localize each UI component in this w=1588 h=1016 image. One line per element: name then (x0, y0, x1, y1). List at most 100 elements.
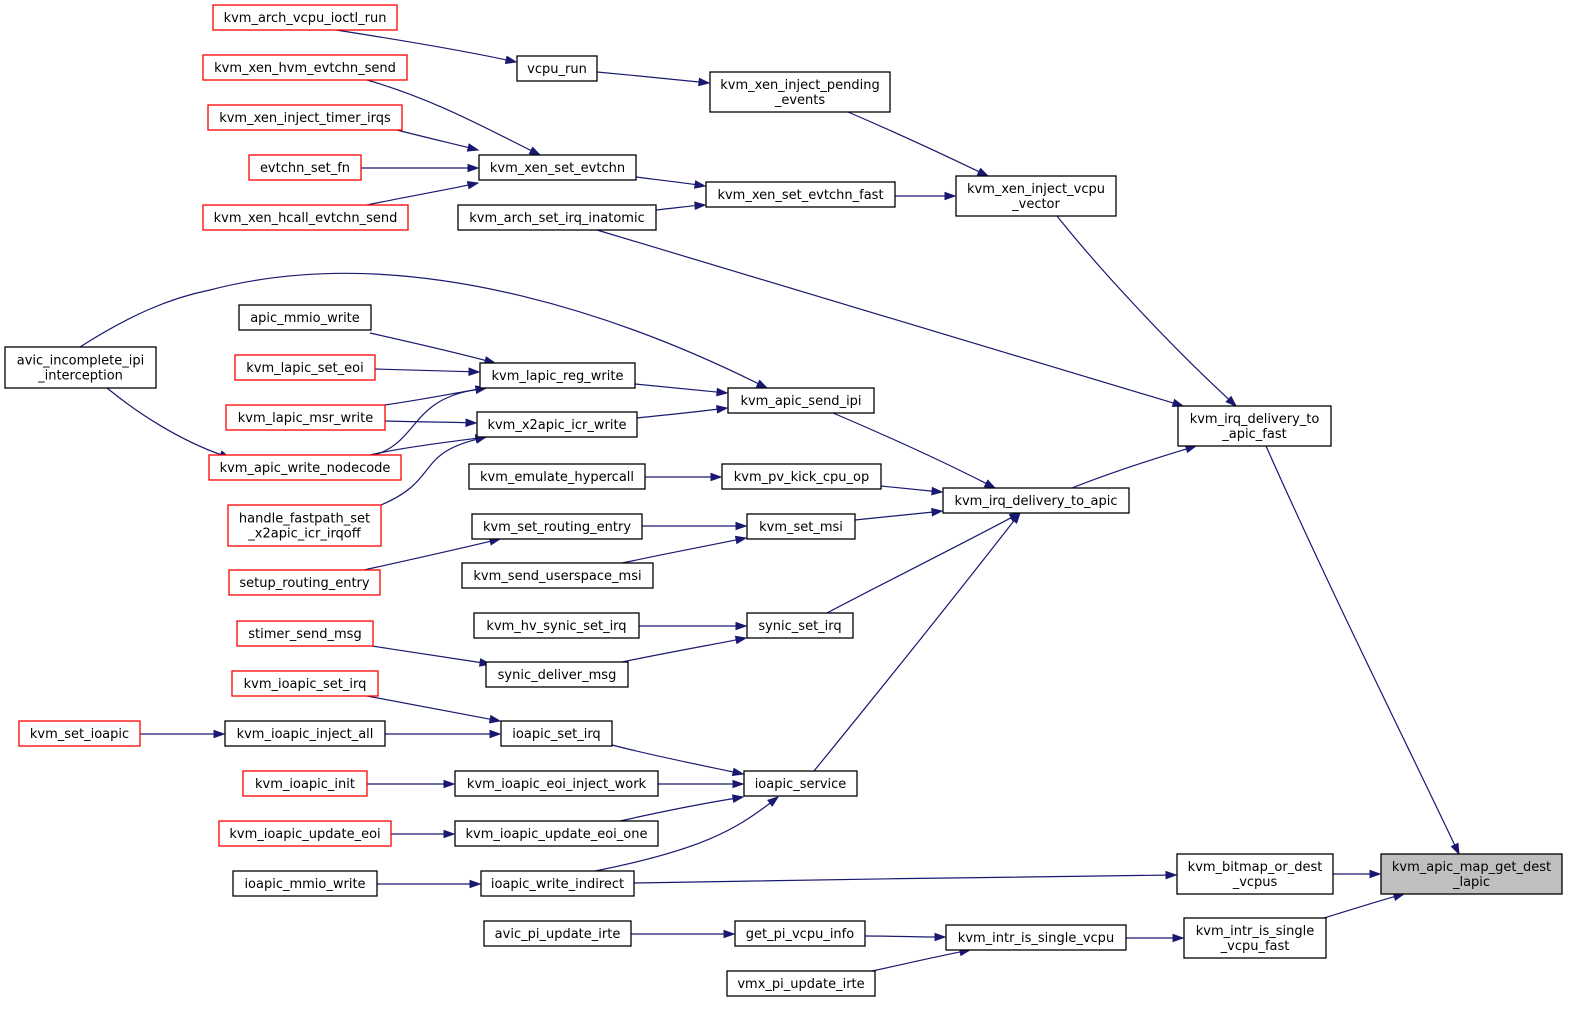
node-label: _events (774, 93, 826, 108)
node-label: kvm_apic_write_nodecode (220, 461, 391, 476)
node-ioapic-set-irq[interactable]: ioapic_set_irq (500, 720, 613, 747)
arrowhead (931, 486, 944, 496)
edge-ioapic-write-indirect-to-kvm-bitmap-or-dest-vcpus (633, 870, 1178, 884)
node-kvm-ioapic-update-eoi-one[interactable]: kvm_ioapic_update_eoi_one (454, 820, 659, 847)
node-label: evtchn_set_fn (260, 161, 350, 176)
node-kvm-set-msi[interactable]: kvm_set_msi (746, 513, 856, 540)
node-label: kvm_arch_vcpu_ioctl_run (224, 11, 387, 26)
node-box (454, 820, 659, 847)
node-evtchn-set-fn[interactable]: evtchn_set_fn (248, 154, 362, 181)
node-box (1176, 853, 1334, 895)
edge-kvm-set-routing-entry-to-kvm-set-msi (642, 521, 748, 531)
node-kvm-set-ioapic[interactable]: kvm_set_ioapic (18, 720, 141, 747)
node-box (18, 720, 141, 747)
node-vmx-pi-update-irte[interactable]: vmx_pi_update_irte (726, 970, 876, 997)
node-kvm-x2apic-icr-write[interactable]: kvm_x2apic_icr_write (476, 411, 638, 438)
node-kvm-pv-kick-cpu-op[interactable]: kvm_pv_kick_cpu_op (721, 463, 882, 490)
arrowhead (1165, 870, 1178, 880)
node-kvm-ioapic-inject-all[interactable]: kvm_ioapic_inject_all (224, 720, 386, 747)
node-vcpu-run[interactable]: vcpu_run (516, 55, 598, 82)
node-get-pi-vcpu-info[interactable]: get_pi_vcpu_info (734, 920, 866, 947)
node-kvm-emulate-hypercall[interactable]: kvm_emulate_hypercall (468, 463, 646, 490)
arrowhead (693, 180, 707, 189)
node-kvm-xen-set-evtchn[interactable]: kvm_xen_set_evtchn (478, 154, 637, 181)
node-kvm-irq-delivery-to-apic-fast[interactable]: kvm_irq_delivery_to_apic_fast (1177, 405, 1332, 447)
node-kvm-ioapic-set-irq[interactable]: kvm_ioapic_set_irq (231, 670, 379, 697)
node-kvm-intr-is-single-vcpu-fast[interactable]: kvm_intr_is_single_vcpu_fast (1183, 917, 1327, 959)
node-synic-set-irq[interactable]: synic_set_irq (746, 612, 854, 639)
node-kvm-lapic-reg-write[interactable]: kvm_lapic_reg_write (479, 362, 636, 389)
node-label: kvm_arch_set_irq_inatomic (469, 211, 644, 226)
node-label: handle_fastpath_set (239, 512, 370, 527)
node-ioapic-mmio-write[interactable]: ioapic_mmio_write (232, 870, 378, 897)
node-kvm-apic-send-ipi[interactable]: kvm_apic_send_ipi (727, 387, 875, 414)
node-box (1183, 917, 1327, 959)
node-kvm-xen-inject-timer-irqs[interactable]: kvm_xen_inject_timer_irqs (207, 104, 403, 131)
node-label: kvm_send_userspace_msi (473, 569, 641, 584)
node-kvm-lapic-set-eoi[interactable]: kvm_lapic_set_eoi (234, 354, 376, 381)
node-box (746, 612, 854, 639)
node-synic-deliver-msg[interactable]: synic_deliver_msg (485, 661, 629, 688)
node-kvm-arch-set-irq-inatomic[interactable]: kvm_arch_set_irq_inatomic (457, 204, 657, 231)
node-handle-fastpath-set-x2apic-icr-irqoff[interactable]: handle_fastpath_set_x2apic_icr_irqoff (227, 504, 382, 547)
edge-kvm-ioapic-set-irq-to-ioapic-set-irq (366, 695, 502, 724)
node-box (461, 562, 654, 589)
node-label: kvm_set_routing_entry (483, 520, 631, 535)
node-box (479, 362, 636, 389)
edge-kvm-hv-synic-set-irq-to-synic-set-irq (639, 621, 748, 631)
edge-line (366, 184, 469, 206)
node-kvm-set-routing-entry[interactable]: kvm_set_routing_entry (471, 513, 643, 540)
arrowhead (710, 472, 723, 482)
node-kvm-intr-is-single-vcpu[interactable]: kvm_intr_is_single_vcpu (945, 924, 1127, 951)
node-label: kvm_lapic_msr_write (238, 411, 373, 426)
node-kvm-ioapic-update-eoi[interactable]: kvm_ioapic_update_eoi (218, 820, 392, 847)
node-box (218, 820, 392, 847)
node-label: kvm_hv_synic_set_irq (486, 619, 626, 634)
node-kvm-hv-synic-set-irq[interactable]: kvm_hv_synic_set_irq (473, 612, 640, 639)
node-label: kvm_apic_map_get_dest (1392, 860, 1551, 875)
node-avic-pi-update-irte[interactable]: avic_pi_update_irte (483, 920, 632, 947)
arrowhead (735, 521, 748, 531)
node-ioapic-service[interactable]: ioapic_service (743, 770, 858, 797)
node-kvm-xen-hcall-evtchn-send[interactable]: kvm_xen_hcall_evtchn_send (202, 204, 409, 231)
arrowhead (1450, 842, 1460, 856)
arrowhead (213, 729, 226, 739)
node-box (248, 154, 362, 181)
edge-kvm-intr-is-single-vcpu-to-kvm-intr-is-single-vcpu-fast (1126, 933, 1185, 943)
nodes-layer: kvm_arch_vcpu_ioctl_run vcpu_run kvm_xen_h… (4, 4, 1563, 997)
node-kvm-xen-inject-pending-events[interactable]: kvm_xen_inject_pending_events (709, 71, 891, 113)
arrowhead (755, 379, 769, 389)
node-box (227, 504, 382, 547)
edge-line (636, 408, 718, 419)
arrowhead (466, 143, 480, 152)
node-label: kvm_ioapic_update_eoi_one (466, 827, 648, 842)
node-kvm-ioapic-init[interactable]: kvm_ioapic_init (242, 770, 368, 797)
node-kvm-irq-delivery-to-apic[interactable]: kvm_irq_delivery_to_apic (942, 487, 1130, 514)
node-avic-incomplete-ipi-interception[interactable]: avic_incomplete_ipi_interception (4, 346, 157, 389)
node-kvm-send-userspace-msi[interactable]: kvm_send_userspace_msi (461, 562, 654, 589)
node-label: avic_pi_update_irte (495, 927, 621, 942)
node-box (734, 920, 866, 947)
arrowhead (716, 405, 729, 414)
node-label: kvm_set_msi (759, 520, 843, 535)
node-kvm-lapic-msr-write[interactable]: kvm_lapic_msr_write (225, 404, 386, 431)
edge-line (369, 332, 486, 362)
node-stimer-send-msg[interactable]: stimer_send_msg (236, 620, 374, 647)
node-kvm-apic-write-nodecode[interactable]: kvm_apic_write_nodecode (208, 454, 402, 481)
edge-avic-incomplete-ipi-interception-to-kvm-apic-write-nodecode (106, 387, 232, 459)
node-kvm-xen-hvm-evtchn-send[interactable]: kvm_xen_hvm_evtchn_send (202, 54, 408, 81)
node-apic-mmio-write[interactable]: apic_mmio_write (238, 304, 372, 331)
edge-line (635, 176, 696, 186)
node-kvm-xen-set-evtchn-fast[interactable]: kvm_xen_set_evtchn_fast (705, 181, 896, 208)
node-kvm-xen-inject-vcpu-vector[interactable]: kvm_xen_inject_vcpu_vector (955, 175, 1117, 217)
node-kvm-ioapic-eoi-inject-work[interactable]: kvm_ioapic_eoi_inject_work (454, 770, 659, 797)
arrowhead (528, 146, 542, 156)
node-box (454, 770, 659, 797)
node-kvm-arch-vcpu-ioctl-run[interactable]: kvm_arch_vcpu_ioctl_run (212, 4, 398, 31)
node-kvm-bitmap-or-dest-vcpus[interactable]: kvm_bitmap_or_dest_vcpus (1176, 853, 1334, 895)
node-setup-routing-entry[interactable]: setup_routing_entry (228, 569, 381, 596)
arrowhead (944, 191, 957, 201)
edge-line (611, 744, 734, 773)
edge-kvm-apic-write-nodecode-to-kvm-x2apic-icr-write (369, 434, 488, 456)
node-ioapic-write-indirect[interactable]: ioapic_write_indirect (480, 870, 635, 897)
